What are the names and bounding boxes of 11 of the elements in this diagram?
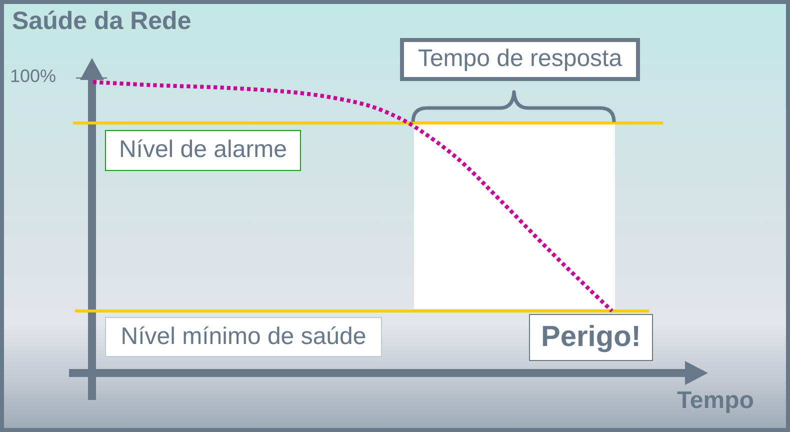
annotation-text: Tempo de resposta: [418, 46, 622, 73]
threshold-label: Nível de alarme: [118, 137, 288, 164]
warning-text: Perigo!: [541, 322, 641, 354]
axis-title: Tempo: [677, 387, 754, 416]
threshold-label: Nível mínimo de saúde: [120, 324, 366, 350]
annotation-box: [400, 38, 640, 81]
diagram-title: Saúde da Rede: [12, 6, 192, 36]
warning-box: [529, 314, 653, 361]
threshold-label-box: [105, 130, 301, 171]
threshold-label-box: [105, 317, 382, 357]
axis-value-label: 100%: [10, 66, 56, 88]
